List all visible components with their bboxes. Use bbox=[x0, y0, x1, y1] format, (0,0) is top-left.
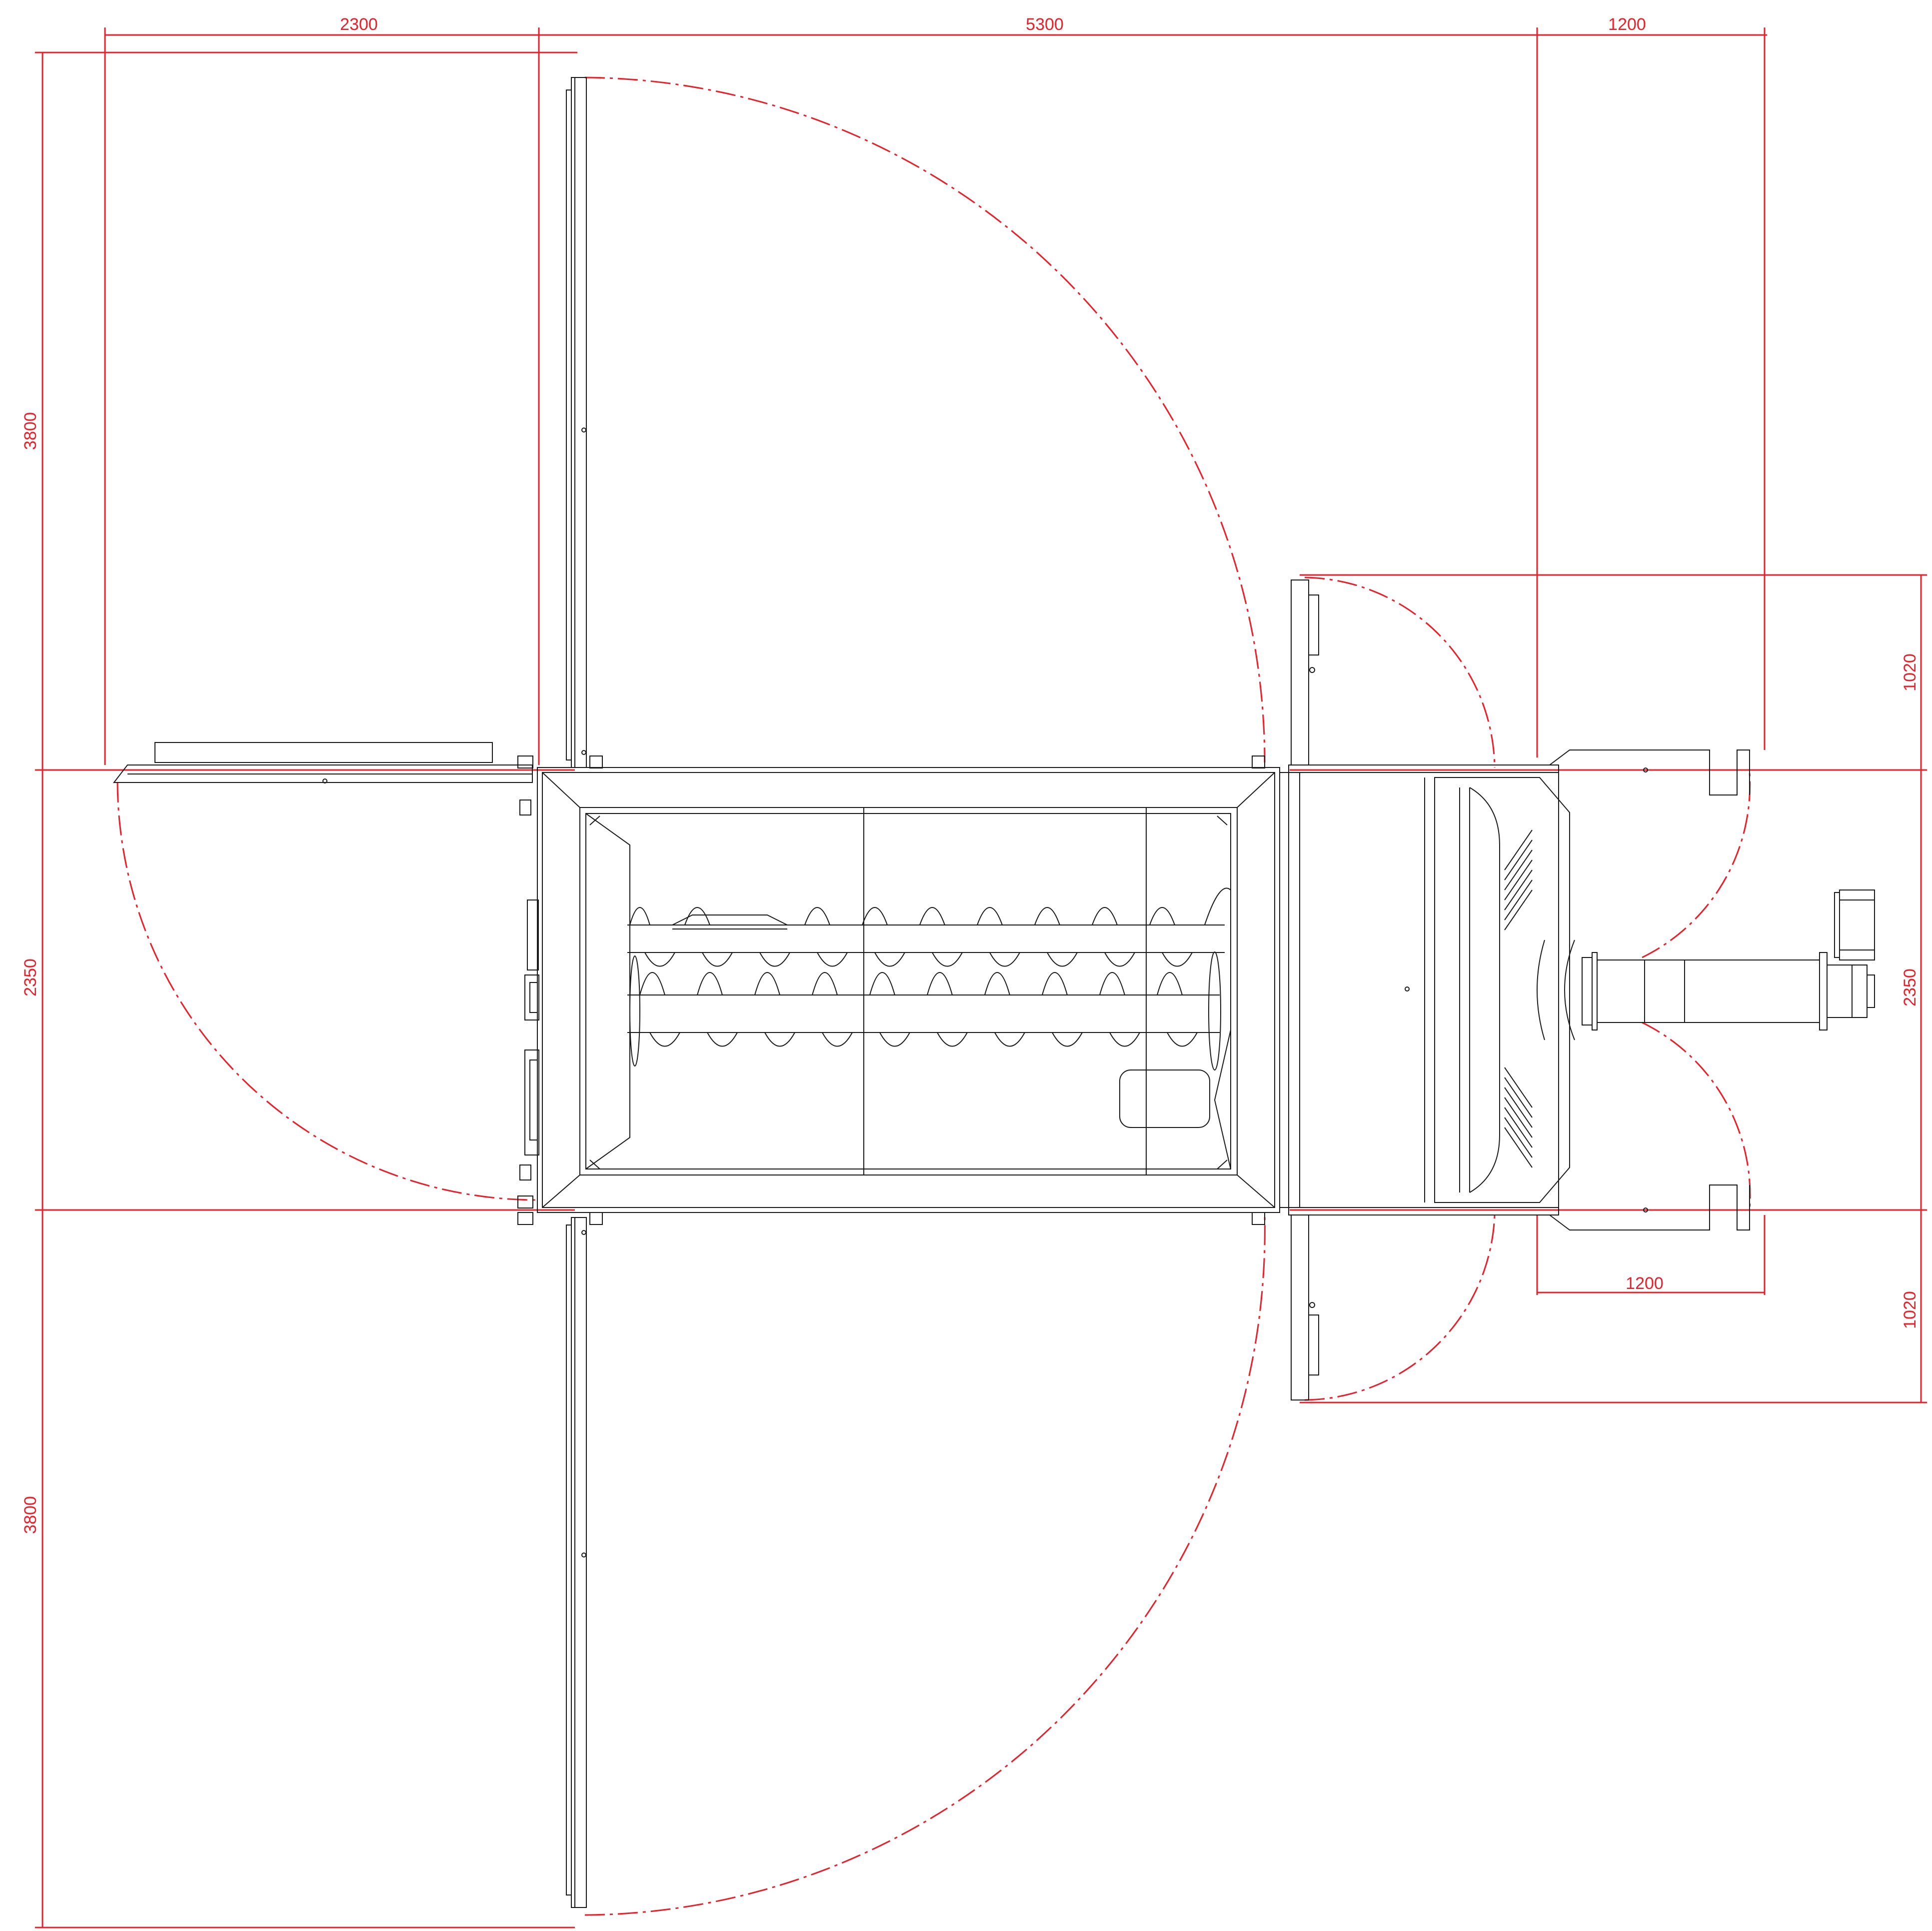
upper-door-panel bbox=[566, 77, 587, 768]
dim-top-center-width: 5300 bbox=[1026, 15, 1064, 34]
dim-left-middle-height: 2350 bbox=[21, 958, 40, 996]
dim-left-upper-height: 3800 bbox=[21, 412, 40, 450]
dim-right-middle-height: 2350 bbox=[1901, 968, 1920, 1006]
lower-door-panel bbox=[566, 1217, 587, 1908]
hopper bbox=[537, 767, 1289, 1213]
dimension-labels: 2300 5300 1200 1200 3800 2350 3800 1020 … bbox=[21, 15, 1920, 1534]
machine-outline bbox=[112, 77, 1875, 1908]
dim-right-lower-width: 1200 bbox=[1626, 1274, 1664, 1293]
dim-right-lower-height: 1020 bbox=[1901, 1291, 1920, 1329]
left-drive-units bbox=[524, 900, 539, 1156]
outlet-conveyor bbox=[1537, 890, 1875, 1040]
outfeed-arms bbox=[1549, 750, 1750, 1230]
dim-top-left-width: 2300 bbox=[340, 15, 378, 34]
discharge-housing bbox=[1288, 580, 1570, 1400]
dim-top-right-width: 1200 bbox=[1608, 15, 1646, 34]
door-swing-arcs bbox=[116, 76, 1751, 1916]
auger-screws bbox=[627, 888, 1231, 1070]
clearance-lines bbox=[35, 28, 1927, 1928]
dim-right-upper-height: 1020 bbox=[1901, 654, 1920, 692]
dim-left-lower-height: 3800 bbox=[21, 1496, 40, 1534]
hinge-brackets bbox=[517, 756, 1265, 1225]
left-door-panel bbox=[112, 742, 533, 784]
